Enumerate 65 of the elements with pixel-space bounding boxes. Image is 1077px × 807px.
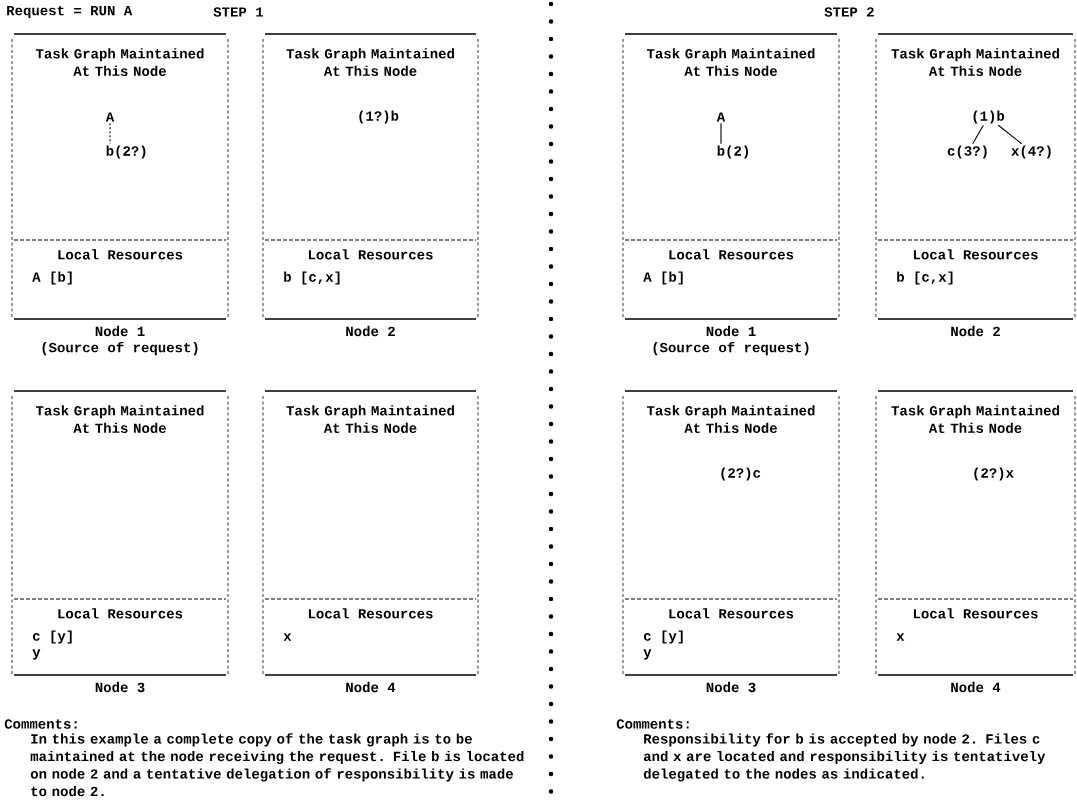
graph-edge xyxy=(720,122,722,145)
comments-heading: Comments: xyxy=(616,719,689,729)
node-caption: Node 4 xyxy=(951,681,1001,693)
resource-entry: x xyxy=(283,633,292,641)
section-heading: Local Resources xyxy=(58,608,183,619)
graph-item: b(2) xyxy=(717,145,748,159)
step-heading: STEP 2 xyxy=(824,7,874,17)
resource-entry: c [y] xyxy=(32,630,72,644)
node-box xyxy=(262,33,479,320)
box-heading: Task Graph Maintained At This Node xyxy=(286,48,454,76)
section-heading: Local Resources xyxy=(58,249,183,260)
graph-item: (2?)c xyxy=(721,467,761,481)
node-caption: Node 3 xyxy=(95,681,145,693)
resource-entry: A [b] xyxy=(643,271,683,285)
graph-item: c(3?) xyxy=(947,145,987,159)
section-heading: Local Resources xyxy=(308,249,433,260)
graph-item: (1?)b xyxy=(359,110,399,124)
resource-entry: A [b] xyxy=(32,271,72,285)
node-caption: Node 1 xyxy=(95,325,145,337)
section-heading: Local Resources xyxy=(669,608,794,619)
node-caption: (Source of request) xyxy=(42,341,198,356)
box-heading: Task Graph Maintained At This Node xyxy=(286,405,454,433)
resource-entry: b [c,x] xyxy=(284,271,340,285)
section-heading: Local Resources xyxy=(913,249,1038,260)
node-caption: Node 2 xyxy=(346,325,395,337)
step-heading: STEP 1 xyxy=(213,7,263,17)
comments-heading: Comments: xyxy=(4,719,77,729)
node-caption: (Source of request) xyxy=(653,341,809,356)
graph-item: (2?)x xyxy=(974,467,1014,481)
box-heading: Task Graph Maintained At This Node xyxy=(646,48,815,76)
graph-item: A xyxy=(716,112,726,122)
box-heading: Task Graph Maintained At This Node xyxy=(891,48,1059,76)
section-heading: Local Resources xyxy=(669,249,794,260)
section-heading: Local Resources xyxy=(913,608,1038,619)
resource-entry: c [y] xyxy=(643,630,683,644)
node-box xyxy=(262,390,479,676)
box-heading: Task Graph Maintained At This Node xyxy=(891,405,1059,433)
resource-entry: y xyxy=(32,649,41,660)
graph-edge xyxy=(997,124,1023,145)
resource-entry: x xyxy=(896,633,905,641)
graph-item: A xyxy=(105,112,115,122)
node-box xyxy=(875,390,1076,676)
graph-item: (1)b xyxy=(973,110,1005,124)
box-heading: Task Graph Maintained At This Node xyxy=(646,405,815,433)
node-caption: Node 3 xyxy=(706,681,756,693)
box-heading: Task Graph Maintained At This Node xyxy=(35,405,204,433)
resource-entry: b [c,x] xyxy=(897,271,953,285)
node-caption: Node 1 xyxy=(706,325,756,337)
graph-item: b(2?) xyxy=(106,145,146,159)
node-box xyxy=(622,33,840,320)
node-box xyxy=(875,33,1076,320)
node-box xyxy=(11,390,229,676)
node-caption: Node 2 xyxy=(951,325,1000,337)
resource-entry: y xyxy=(643,649,652,660)
title-text: Request = RUN A xyxy=(7,5,133,19)
comment-text: Responsibility for b is accepted by node 2. Files c and x are located and responsibility is tentatively delegated to the nodes as indicated. xyxy=(643,733,1046,782)
node-box xyxy=(11,33,229,320)
comment-text: In this example a complete copy of the task graph is to be maintained at the node receiving the request. File b is located on node 2 and a tentative delegation of responsibility is made to node 2. xyxy=(30,733,524,797)
node-caption: Node 4 xyxy=(346,681,396,693)
graph-item: x(4?) xyxy=(1011,145,1051,159)
section-heading: Local Resources xyxy=(308,608,433,619)
graph-edge xyxy=(972,124,984,145)
node-box xyxy=(622,390,840,676)
graph-edge xyxy=(109,122,111,145)
box-heading: Task Graph Maintained At This Node xyxy=(35,48,204,76)
